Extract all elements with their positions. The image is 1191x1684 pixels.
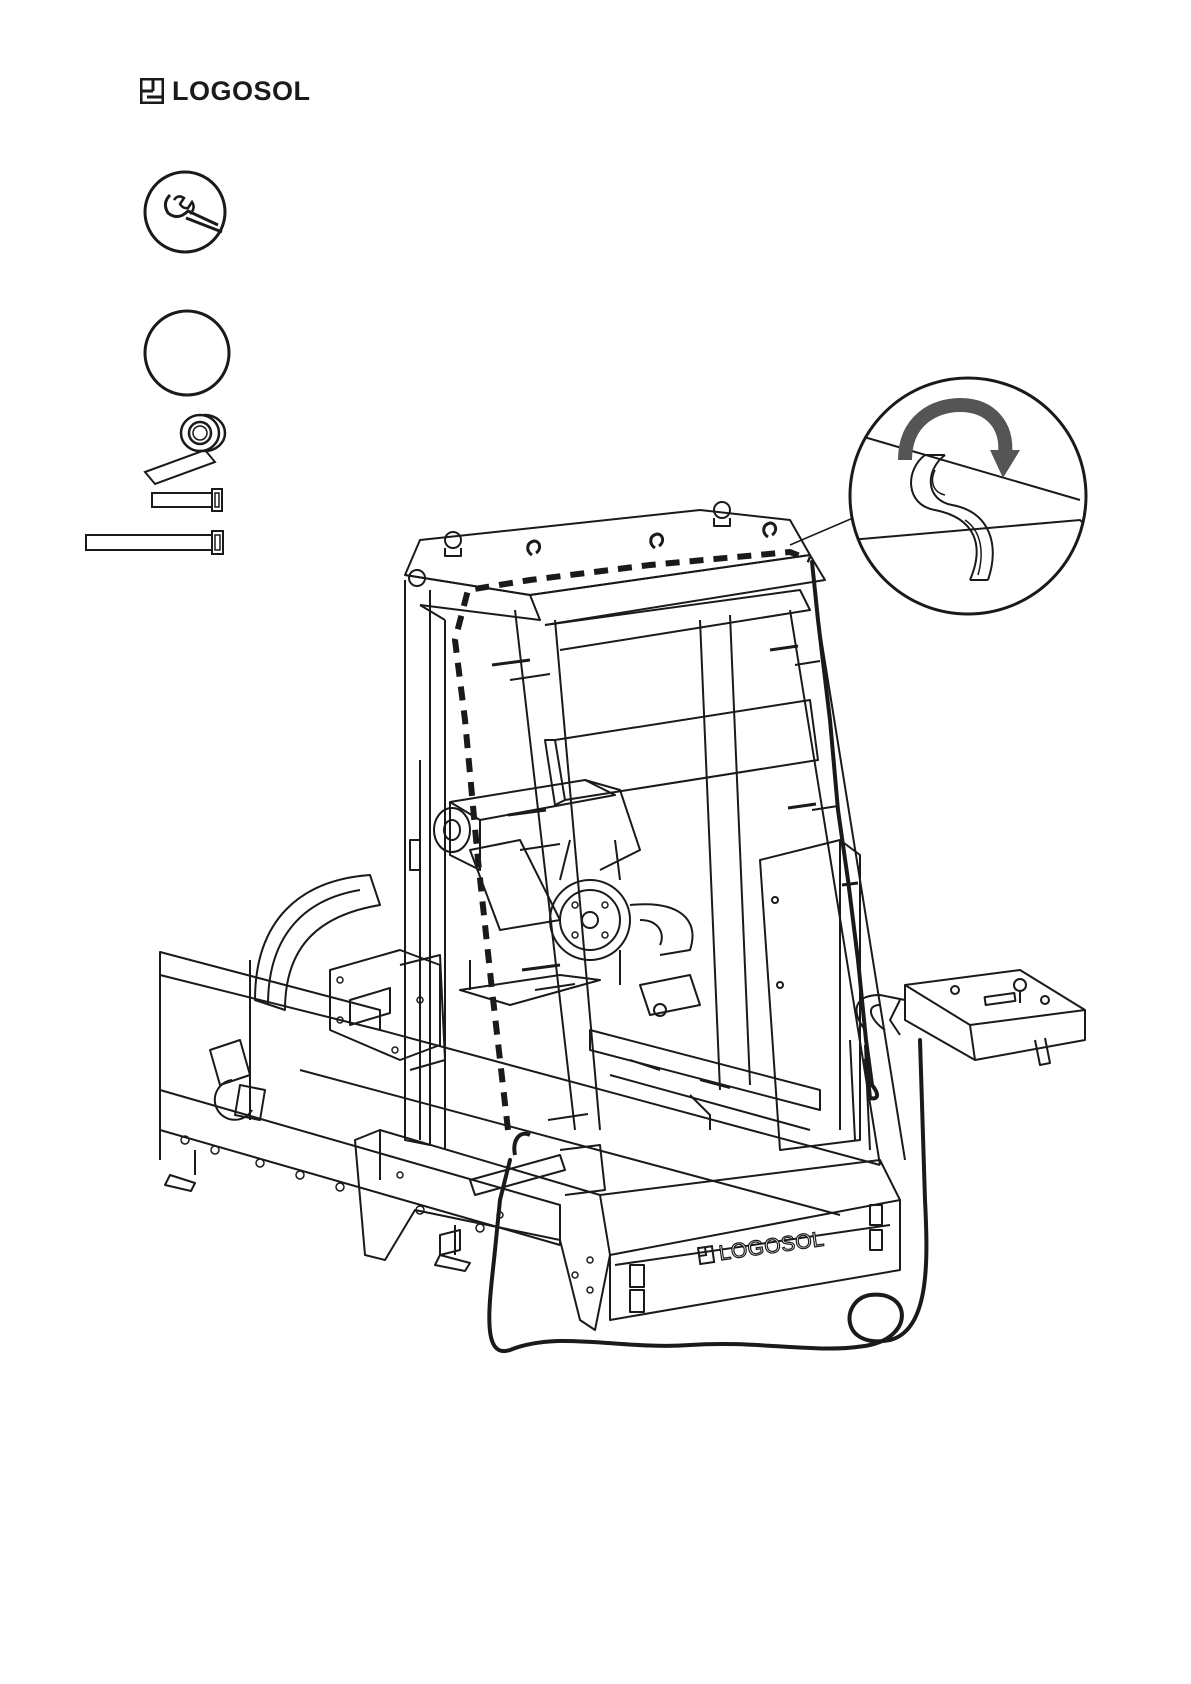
cross-beam bbox=[545, 700, 818, 805]
gantry-top bbox=[405, 502, 825, 650]
detail-callout bbox=[840, 378, 1100, 614]
left-outer-post bbox=[330, 580, 445, 1150]
right-upright bbox=[700, 600, 905, 1165]
electrical-box bbox=[760, 840, 860, 1150]
front-base bbox=[355, 1095, 900, 1330]
left-upright bbox=[510, 610, 600, 1130]
frame-logo-text: LOGOSOL bbox=[717, 1228, 825, 1266]
control-arm bbox=[850, 995, 905, 1150]
blade-guard bbox=[255, 875, 380, 1010]
frame-logo-badge: LOGOSOL bbox=[698, 1228, 826, 1268]
far-rail bbox=[590, 1030, 820, 1110]
callout-leader bbox=[790, 515, 860, 545]
